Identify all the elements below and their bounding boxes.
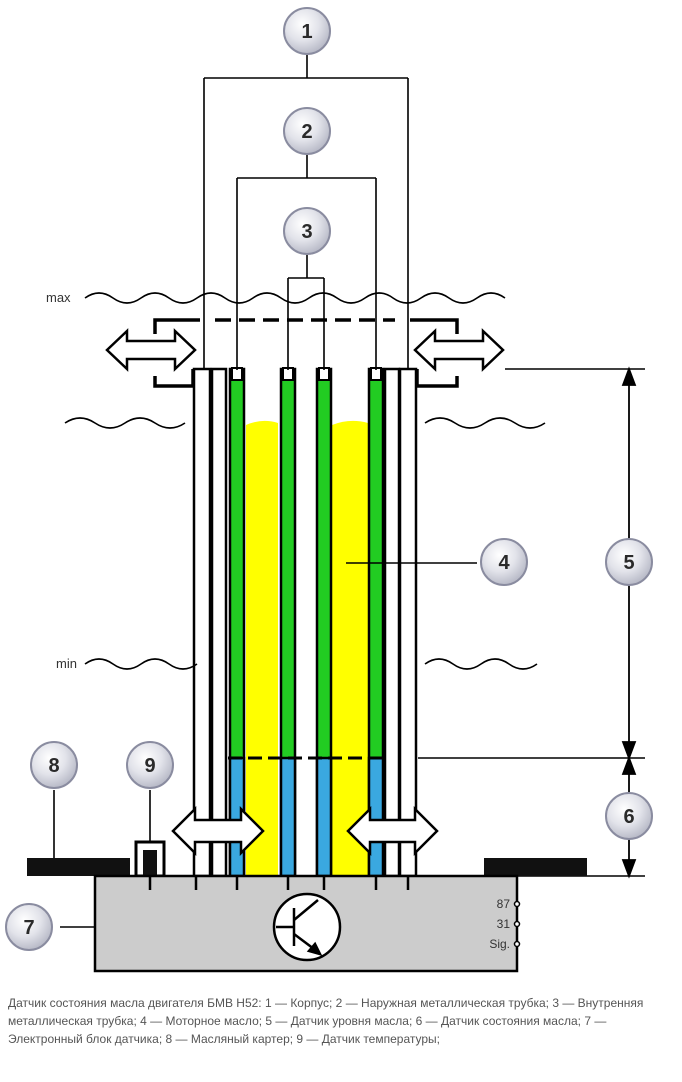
housing-wall-left <box>192 367 212 878</box>
min-level-label: min <box>56 656 77 671</box>
callout-7: 7 <box>5 903 53 951</box>
callout-8: 8 <box>30 741 78 789</box>
svg-text:6: 6 <box>623 806 634 828</box>
oil-sump <box>27 858 587 876</box>
engine-oil <box>246 420 368 876</box>
outer-tube-wall-left <box>210 367 228 878</box>
housing-wall-right <box>398 367 418 878</box>
svg-text:1: 1 <box>301 21 312 43</box>
top-cap <box>153 318 459 388</box>
outer-tube-wall-right <box>383 367 401 878</box>
temperature-sensor <box>134 840 166 878</box>
svg-text:8: 8 <box>48 755 59 777</box>
callout-5: 5 <box>605 538 653 586</box>
wave-line-icon <box>64 292 546 670</box>
oil-sensor-diagram: 87 31 Sig. max min 1 2 3 4 5 6 7 8 9 <box>5 7 653 973</box>
pin-sig-label: Sig. <box>489 937 510 951</box>
callout-9: 9 <box>126 741 174 789</box>
bidirectional-arrow-icon <box>105 328 505 857</box>
svg-text:4: 4 <box>498 552 510 574</box>
svg-text:2: 2 <box>301 121 312 143</box>
electronic-module: 87 31 Sig. <box>93 874 521 973</box>
pin-31-label: 31 <box>497 917 511 931</box>
figure-caption: Датчик состояния масла двигателя БМВ Н52… <box>8 996 644 1046</box>
callout-4: 4 <box>480 538 528 586</box>
svg-text:9: 9 <box>144 755 155 777</box>
pin-contact-icon <box>513 900 521 948</box>
callout-1: 1 <box>283 7 331 55</box>
svg-text:7: 7 <box>23 917 34 939</box>
callout-6: 6 <box>605 792 653 840</box>
max-level-label: max <box>46 290 71 305</box>
callout-3: 3 <box>283 207 331 255</box>
sensor-tubes <box>192 367 418 878</box>
callout-2: 2 <box>283 107 331 155</box>
pin-87-label: 87 <box>497 897 511 911</box>
svg-text:3: 3 <box>301 221 312 243</box>
svg-text:5: 5 <box>623 552 634 574</box>
transistor-icon <box>272 892 342 962</box>
